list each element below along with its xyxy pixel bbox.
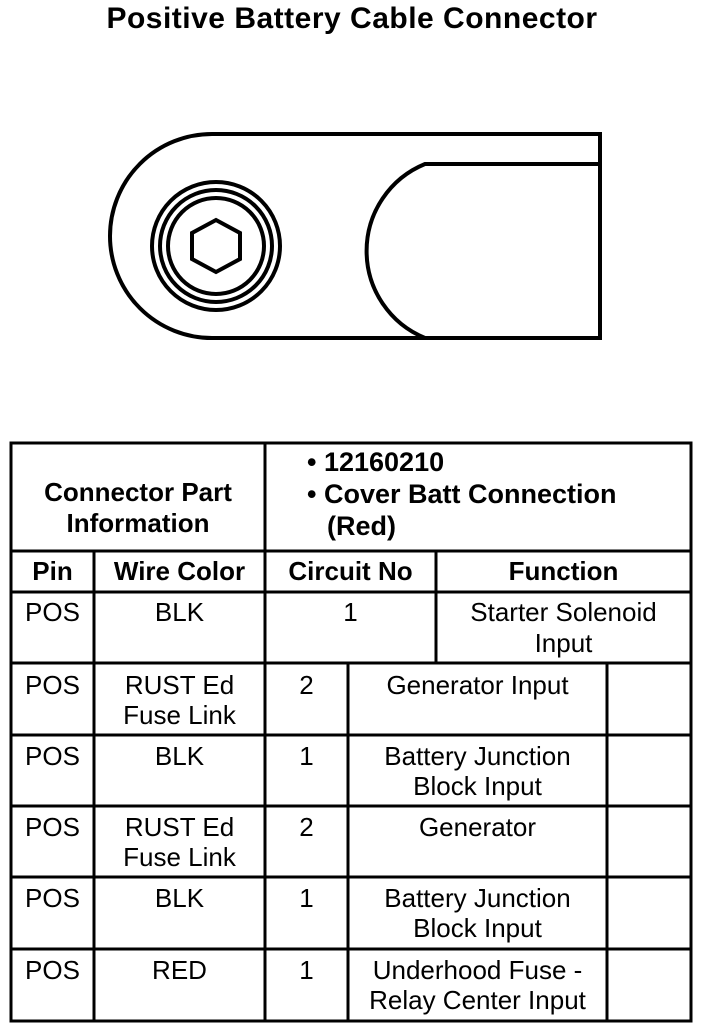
row-5-function-line1: Battery Junction xyxy=(384,883,571,913)
hex-nut-icon xyxy=(190,217,242,275)
part-color-note: (Red) xyxy=(327,511,396,541)
row-2-wire-line2: Fuse Link xyxy=(123,699,236,730)
row-2-function: Generator Input xyxy=(386,670,569,700)
row-4-circuit: 2 xyxy=(299,812,314,842)
row-5-wire-color: BLK xyxy=(154,883,205,913)
row-6-pin: POS xyxy=(25,955,80,985)
row-1-function: Starter Solenoid Input xyxy=(436,598,691,657)
table-border xyxy=(9,441,693,1023)
row-6-wire-color: RED xyxy=(152,955,207,985)
row-5-function: Battery Junction Block Input xyxy=(348,884,607,942)
connector-slot xyxy=(364,162,600,340)
column-header-wire-color: Wire Color xyxy=(113,556,246,586)
row-6-function-line1: Underhood Fuse - xyxy=(372,955,583,985)
column-header-function: Function xyxy=(508,556,619,586)
row-5-pin: POS xyxy=(25,883,80,913)
row-4-function: Generator xyxy=(418,812,537,842)
row-3-wire-color: BLK xyxy=(154,741,205,771)
row-4-wire-line1: RUST Ed xyxy=(124,812,235,842)
part-description: Cover Batt Connection xyxy=(323,479,617,509)
connector-body-outline xyxy=(108,132,602,340)
row-6-function: Underhood Fuse - Relay Center Input xyxy=(348,956,607,1014)
row-2-wire-color: RUST Ed Fuse Link xyxy=(94,671,265,729)
part-number: 12160210 xyxy=(323,447,445,477)
row-1-function-line2: Input xyxy=(534,627,593,658)
diagram-title: Positive Battery Cable Connector xyxy=(106,2,598,35)
row-2-wire-line1: RUST Ed xyxy=(124,670,235,700)
part-info-label-line1: Connector Part xyxy=(44,477,232,507)
row-2-pin: POS xyxy=(25,670,80,700)
row-1-function-line1: Starter Solenoid xyxy=(470,597,657,627)
part-info-label-line2: Information xyxy=(66,507,210,538)
row-6-function-line2: Relay Center Input xyxy=(369,984,586,1015)
row-1-pin: POS xyxy=(25,597,80,627)
row-6-circuit: 1 xyxy=(299,955,314,985)
row-1-circuit: 1 xyxy=(343,597,358,627)
row-5-circuit: 1 xyxy=(299,883,314,913)
row-2-circuit: 2 xyxy=(299,670,314,700)
row-3-function: Battery Junction Block Input xyxy=(348,742,607,800)
row-1-wire-color: BLK xyxy=(154,597,205,627)
row-3-function-line1: Battery Junction xyxy=(384,741,571,771)
table-grid xyxy=(9,441,693,1023)
row-3-circuit: 1 xyxy=(299,741,314,771)
row-4-wire-line2: Fuse Link xyxy=(123,841,236,872)
column-header-circuit-no: Circuit No xyxy=(288,556,413,586)
stud-outer-ring xyxy=(150,180,282,312)
row-3-function-line2: Block Input xyxy=(413,770,542,801)
row-5-function-line2: Block Input xyxy=(413,912,542,943)
row-3-pin: POS xyxy=(25,741,80,771)
part-description-bullet: • Cover Batt Connection xyxy=(307,479,617,509)
row-4-wire-color: RUST Ed Fuse Link xyxy=(94,813,265,871)
stud-middle-ring xyxy=(158,188,274,304)
connector-illustration xyxy=(108,132,602,340)
part-number-bullet: • 12160210 xyxy=(307,447,445,477)
row-4-pin: POS xyxy=(25,812,80,842)
column-header-pin: Pin xyxy=(32,556,73,586)
stud-inner-ring xyxy=(166,196,266,296)
part-info-label: Connector Part Information xyxy=(11,478,265,537)
